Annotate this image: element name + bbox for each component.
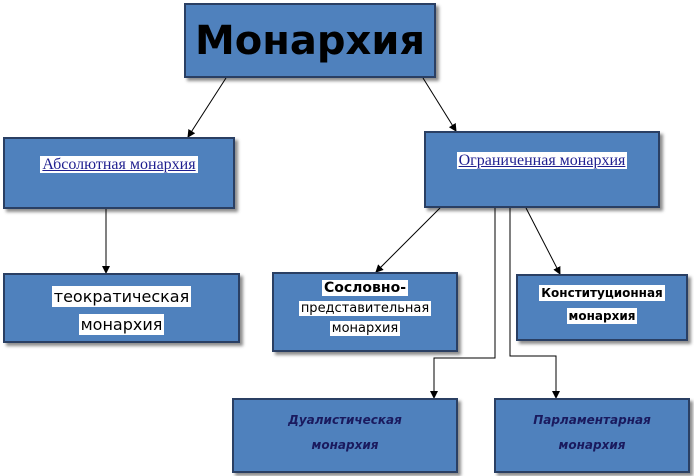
constitutional-monarchy-box: Конституционная монархия	[516, 274, 688, 341]
limited-monarchy-box: Ограниченная монархия	[424, 131, 660, 208]
absolute-monarchy-box: Абсолютная монархия	[3, 137, 235, 209]
theocratic-label-line1: теократическая	[51, 286, 192, 307]
arrow-limited-to-constitutional	[525, 207, 561, 275]
estate-label-line2: представительная	[298, 301, 432, 316]
title-box: Монархия	[184, 3, 436, 78]
limited-monarchy-label: Ограниченная монархия	[456, 152, 628, 169]
dualistic-label-line1: Дуалистическая	[288, 413, 402, 427]
arrow-limited-to-dualistic	[430, 208, 496, 399]
arrow-title-to-limited	[422, 77, 457, 132]
dualistic-monarchy-box: Дуалистическая монархия	[232, 398, 458, 473]
parliamentary-label-line2: монархия	[558, 438, 626, 453]
theocratic-monarchy-box: теократическая монархия	[3, 273, 240, 343]
arrow-limited-to-estate	[375, 207, 441, 273]
absolute-monarchy-label: Абсолютная монархия	[40, 156, 198, 173]
estate-monarchy-box: Сословно- представительная монархия	[272, 272, 458, 352]
parliamentary-label-line1: Парламентарная	[533, 413, 651, 427]
arrow-limited-to-parliamentary	[509, 208, 560, 399]
theocratic-label-line2: монархия	[78, 314, 165, 335]
title-text: Монархия	[194, 18, 426, 64]
arrow-title-to-absolute	[187, 77, 227, 138]
parliamentary-monarchy-box: Парламентарная монархия	[494, 398, 690, 473]
constitutional-label-line2: монархия	[566, 307, 638, 324]
dualistic-label-line2: монархия	[311, 438, 379, 453]
estate-label-line1: Сословно-	[321, 280, 409, 296]
estate-label-line3: монархия	[329, 321, 401, 336]
constitutional-label-line1: Конституционная	[539, 285, 665, 301]
